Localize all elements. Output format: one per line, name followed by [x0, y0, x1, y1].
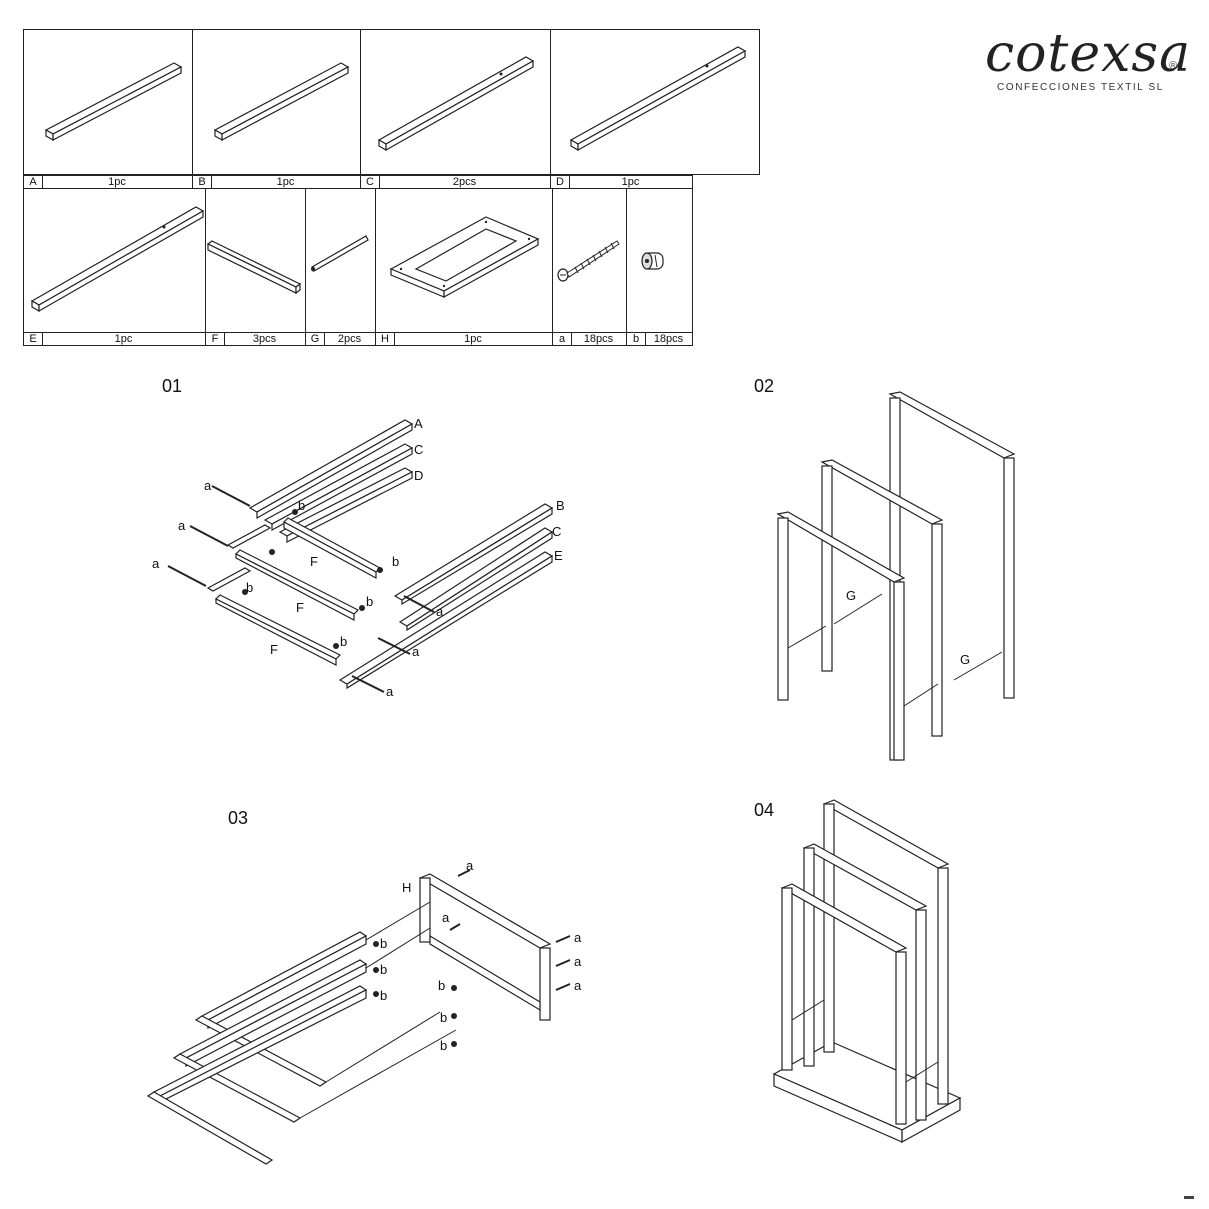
part-qty: 1pc: [464, 333, 482, 345]
step-04-diagram: [772, 799, 962, 1144]
step01-label-C: C: [414, 442, 423, 457]
step-02-diagram: G G: [776, 391, 1016, 761]
step03-label-b5: b: [440, 1010, 447, 1025]
step03-label-b6: b: [440, 1038, 447, 1053]
step03-label-b4: b: [438, 978, 445, 993]
part-rod-F-drawing: [206, 240, 302, 295]
part-label-G: G 2pcs: [305, 332, 376, 346]
step03-label-b2: b: [380, 962, 387, 977]
step02-label-G1: G: [846, 588, 856, 603]
brand-wordmark: cotexsa: [985, 24, 1192, 84]
part-dowel-G-drawing: [311, 235, 369, 272]
step01-label-C2: C: [552, 524, 561, 539]
step03-label-a5: a: [574, 978, 582, 993]
part-rod-E-drawing: [30, 206, 205, 313]
step02-label-G2: G: [960, 652, 970, 667]
step01-label-b3: b: [246, 580, 253, 595]
step03-label-a2: a: [442, 910, 450, 925]
part-cell-C: [360, 29, 551, 175]
part-cell-G: [305, 188, 376, 333]
step03-label-a4: a: [574, 954, 582, 969]
part-cell-D: [550, 29, 760, 175]
registered-mark: ®: [1169, 60, 1178, 72]
step01-label-E: E: [554, 548, 563, 563]
step01-label-F1: F: [310, 554, 318, 569]
step01-label-b4: b: [366, 594, 373, 609]
part-key: E: [24, 333, 43, 345]
part-key: A: [24, 176, 43, 188]
part-rod-C-drawing: [377, 56, 535, 152]
step-03-diagram: H a a a a a b b b b b b: [146, 858, 582, 1165]
step03-label-b1: b: [380, 936, 387, 951]
part-qty: 2pcs: [337, 333, 362, 345]
part-cell-A: [23, 29, 193, 175]
part-key: F: [206, 333, 225, 345]
part-label-H: H 1pc: [375, 332, 553, 346]
part-cell-b: [626, 188, 693, 333]
step-01-diagram: A C D B C E F F F a a a a a a b b b b b: [152, 416, 565, 699]
step-number-01: 01: [162, 376, 183, 396]
step01-label-b1: b: [298, 498, 305, 513]
part-label-C: C 2pcs: [360, 175, 551, 189]
step01-label-D: D: [414, 468, 423, 483]
step03-label-a3: a: [574, 930, 582, 945]
part-cell-F: [205, 188, 306, 333]
step01-label-F3: F: [270, 642, 278, 657]
step01-label-A: A: [414, 416, 423, 431]
part-qty: 1pc: [108, 176, 126, 188]
cam-nut-icon: [641, 252, 664, 270]
part-key: b: [627, 333, 646, 345]
brand-subtitle: CONFECCIONES TEXTIL SL: [997, 82, 1164, 93]
page-marker: [1184, 1196, 1194, 1199]
part-qty: 1pc: [114, 333, 133, 345]
part-rod-B-drawing: [213, 62, 350, 142]
step01-label-b2: b: [392, 554, 399, 569]
part-key: H: [376, 333, 395, 345]
part-qty: 18pcs: [653, 333, 684, 345]
part-qty: 1pc: [621, 176, 640, 188]
part-label-b: b 18pcs: [626, 332, 693, 346]
step01-label-a3: a: [152, 556, 160, 571]
screw-icon: [557, 240, 620, 282]
step-number-02: 02: [754, 376, 775, 396]
part-label-a: a 18pcs: [552, 332, 627, 346]
step03-label-b3: b: [380, 988, 387, 1003]
part-label-E: E 1pc: [23, 332, 206, 346]
step03-label-H: H: [402, 880, 411, 895]
part-key: D: [551, 176, 570, 188]
part-label-B: B 1pc: [192, 175, 361, 189]
part-label-F: F 3pcs: [205, 332, 306, 346]
step01-label-a6: a: [386, 684, 394, 699]
part-frame-H-drawing: [389, 216, 540, 299]
part-cell-B: [192, 29, 361, 175]
part-label-A: A 1pc: [23, 175, 193, 189]
part-qty: 2pcs: [452, 176, 477, 188]
step01-label-a1: a: [204, 478, 212, 493]
step01-label-a2: a: [178, 518, 186, 533]
part-qty: 18pcs: [583, 333, 614, 345]
step01-label-a5: a: [412, 644, 420, 659]
step01-label-b5: b: [340, 634, 347, 649]
brand-logo: cotexsa ® CONFECCIONES TEXTIL SL: [985, 22, 1190, 102]
part-cell-E: [23, 188, 206, 333]
step01-label-B: B: [556, 498, 565, 513]
part-qty: 3pcs: [252, 333, 277, 345]
step-number-03: 03: [228, 808, 249, 828]
part-key: a: [553, 333, 572, 345]
part-key: G: [306, 333, 325, 345]
part-key: B: [193, 176, 212, 188]
step-number-04: 04: [754, 800, 775, 820]
part-cell-a: [552, 188, 627, 333]
part-cell-H: [375, 188, 553, 333]
step01-label-a4: a: [436, 604, 444, 619]
step03-label-a1: a: [466, 858, 474, 873]
step01-label-F2: F: [296, 600, 304, 615]
part-qty: 1pc: [276, 176, 295, 188]
part-rod-A-drawing: [44, 62, 183, 142]
part-key: C: [361, 176, 380, 188]
part-rod-D-drawing: [569, 46, 747, 152]
part-label-D: D 1pc: [550, 175, 693, 189]
